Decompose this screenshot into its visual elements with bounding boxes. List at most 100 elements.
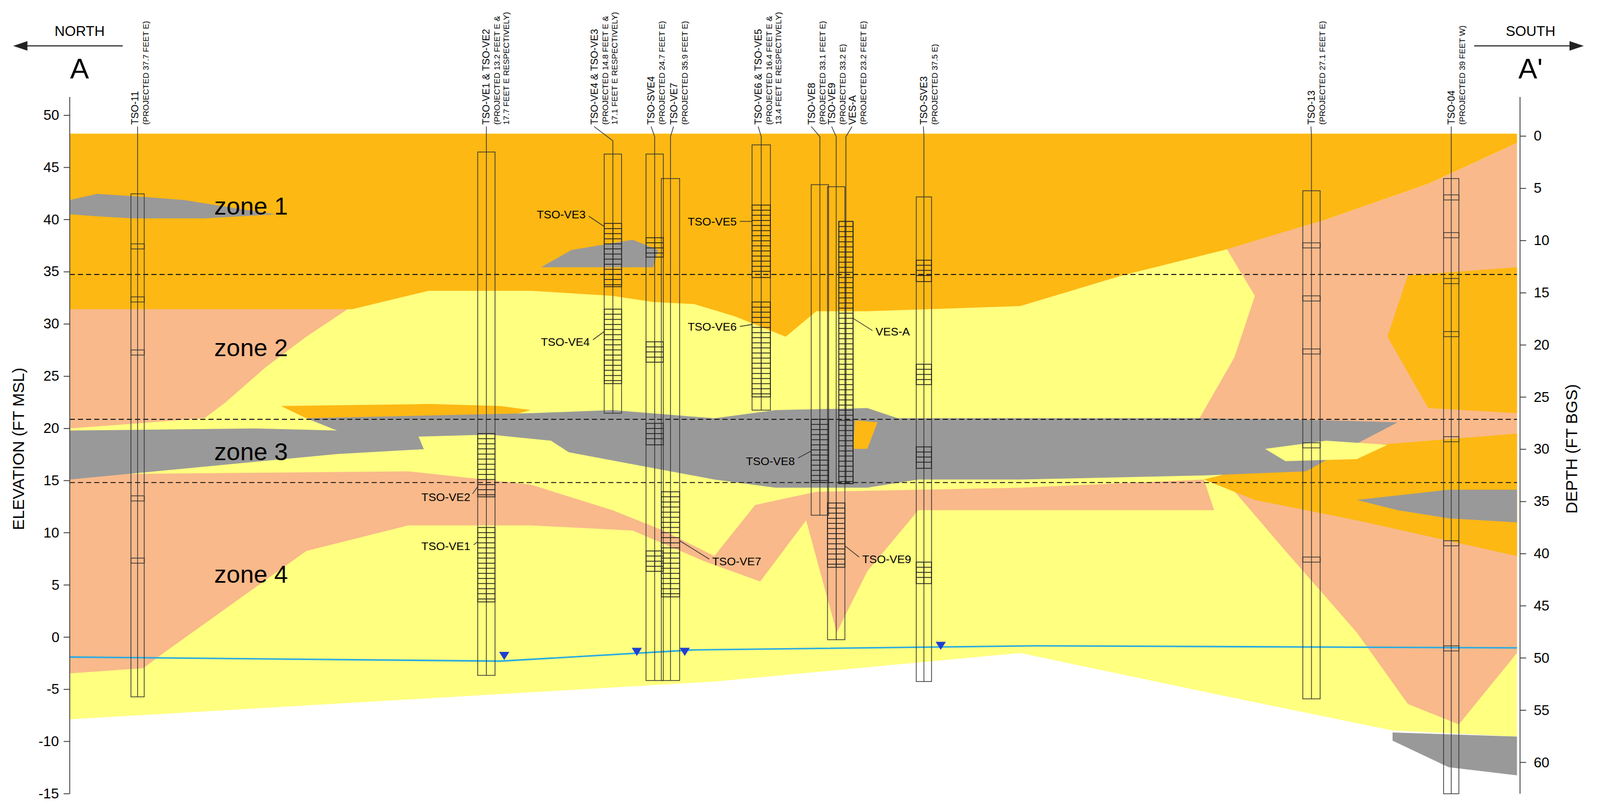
well-screen	[827, 537, 845, 539]
well-screen	[838, 317, 854, 319]
projection-note: (PROJECTED 27.1 FEET E)	[1317, 7, 1327, 125]
screen-callout: VES-A	[875, 325, 910, 339]
well-screen	[646, 555, 664, 556]
soil-layer	[69, 471, 1215, 674]
well-screen	[477, 473, 496, 475]
well-screen	[646, 423, 664, 445]
sample-mark	[1302, 242, 1321, 248]
borehole	[761, 144, 762, 410]
tick-label: 10	[1533, 232, 1550, 249]
well-screen	[661, 531, 680, 533]
well-screen	[751, 209, 771, 211]
zone-label: zone 3	[214, 437, 288, 467]
well-screen	[661, 567, 680, 569]
well-screen	[646, 346, 664, 347]
well-screen	[916, 566, 932, 568]
well-screen	[827, 512, 845, 514]
sample-mark	[1302, 348, 1321, 354]
zone-boundary	[69, 273, 1517, 275]
well-screen	[751, 383, 771, 384]
well-screen	[604, 364, 622, 366]
well-screen	[838, 358, 854, 360]
well-screen	[838, 465, 854, 467]
borehole-name: TSO-SVE3	[918, 7, 930, 125]
well-screen	[604, 369, 622, 371]
well-screen	[646, 432, 664, 434]
well-screen	[477, 463, 496, 465]
well-screen	[838, 241, 854, 242]
well-screen	[916, 274, 932, 276]
direction-arrow	[1570, 41, 1583, 51]
tick-label: 0	[1533, 127, 1542, 145]
well-screen	[604, 313, 622, 315]
soil-layer	[1392, 732, 1518, 776]
borehole	[751, 144, 771, 410]
soil-layer	[1387, 267, 1518, 414]
borehole	[131, 126, 1459, 794]
well-screen	[923, 260, 924, 282]
tick-label: 40	[43, 211, 60, 229]
borehole	[811, 184, 829, 516]
well-screen	[646, 247, 664, 248]
well-screen	[661, 593, 680, 594]
well-screen	[477, 433, 496, 497]
well-screen	[916, 446, 932, 469]
well-screen	[604, 273, 622, 275]
borehole-name: TSO-VE9	[826, 7, 838, 125]
tick-label: 30	[1533, 440, 1550, 458]
label-leader	[831, 126, 837, 187]
tick-label: 0	[51, 629, 60, 646]
well-screen	[654, 237, 655, 258]
borehole-name: VES-A	[847, 7, 859, 125]
well-screen	[604, 238, 622, 239]
label-leader	[1310, 126, 1312, 191]
borehole-name: TSO-VE8	[806, 7, 818, 125]
borehole-label-group: TSO-VE6 & TSO-VE5(PROJECTED 16.4 FEET E …	[752, 7, 783, 125]
screen-callout: TSO-VE6	[687, 320, 737, 334]
well-screen	[477, 587, 496, 589]
tick-label: 60	[1533, 754, 1550, 771]
label-leader	[592, 331, 605, 340]
borehole	[835, 186, 837, 640]
borehole-label-group: TSO-13(PROJECTED 27.1 FEET E)	[1306, 7, 1327, 125]
water-table	[69, 645, 1517, 661]
well-screen	[604, 323, 622, 325]
sample-mark	[1302, 295, 1321, 301]
direction-arrow	[1474, 45, 1575, 47]
borehole-label-group: VES-A(PROJECTED 23.2 FEET E)	[847, 7, 868, 125]
borehole-label-group: TSO-VE9(PROJECTED 33.2 E)	[826, 7, 848, 125]
direction-label: NORTH	[54, 23, 105, 40]
well-screen	[761, 302, 762, 397]
well-screen	[604, 359, 622, 361]
well-screen	[486, 433, 487, 497]
borehole	[670, 178, 671, 681]
projection-note: (PROJECTED 37.5 E)	[929, 7, 940, 125]
well-screen	[661, 557, 680, 559]
well-screen	[477, 205, 933, 603]
well-screen	[486, 527, 487, 603]
soil-layer	[69, 133, 1517, 337]
well-screen	[838, 378, 854, 380]
well-screen	[477, 448, 496, 450]
well-screen	[838, 374, 854, 375]
well-screen	[477, 479, 496, 480]
axis-title: DEPTH (FT BGS)	[1561, 384, 1581, 514]
well-screen	[751, 265, 771, 267]
well-screen	[604, 233, 622, 234]
well-screen	[838, 481, 854, 482]
well-screen	[827, 553, 845, 555]
screen-callout: TSO-VE7	[712, 554, 762, 568]
axis	[1519, 96, 1520, 794]
well-screen	[916, 451, 932, 452]
label-leader	[811, 126, 820, 185]
well-screen	[477, 537, 496, 538]
well-screen	[838, 440, 854, 441]
borehole-label-group: TSO-VE1 & TSO-VE2(PROJECTED 13.2 FEET E …	[480, 7, 511, 125]
well-screen	[751, 368, 771, 369]
well-screen	[838, 307, 854, 309]
well-screen	[751, 306, 771, 308]
projection-note: (PROJECTED 33.1 FEET E)	[817, 7, 827, 125]
well-screen	[604, 243, 622, 244]
borehole	[486, 151, 487, 676]
